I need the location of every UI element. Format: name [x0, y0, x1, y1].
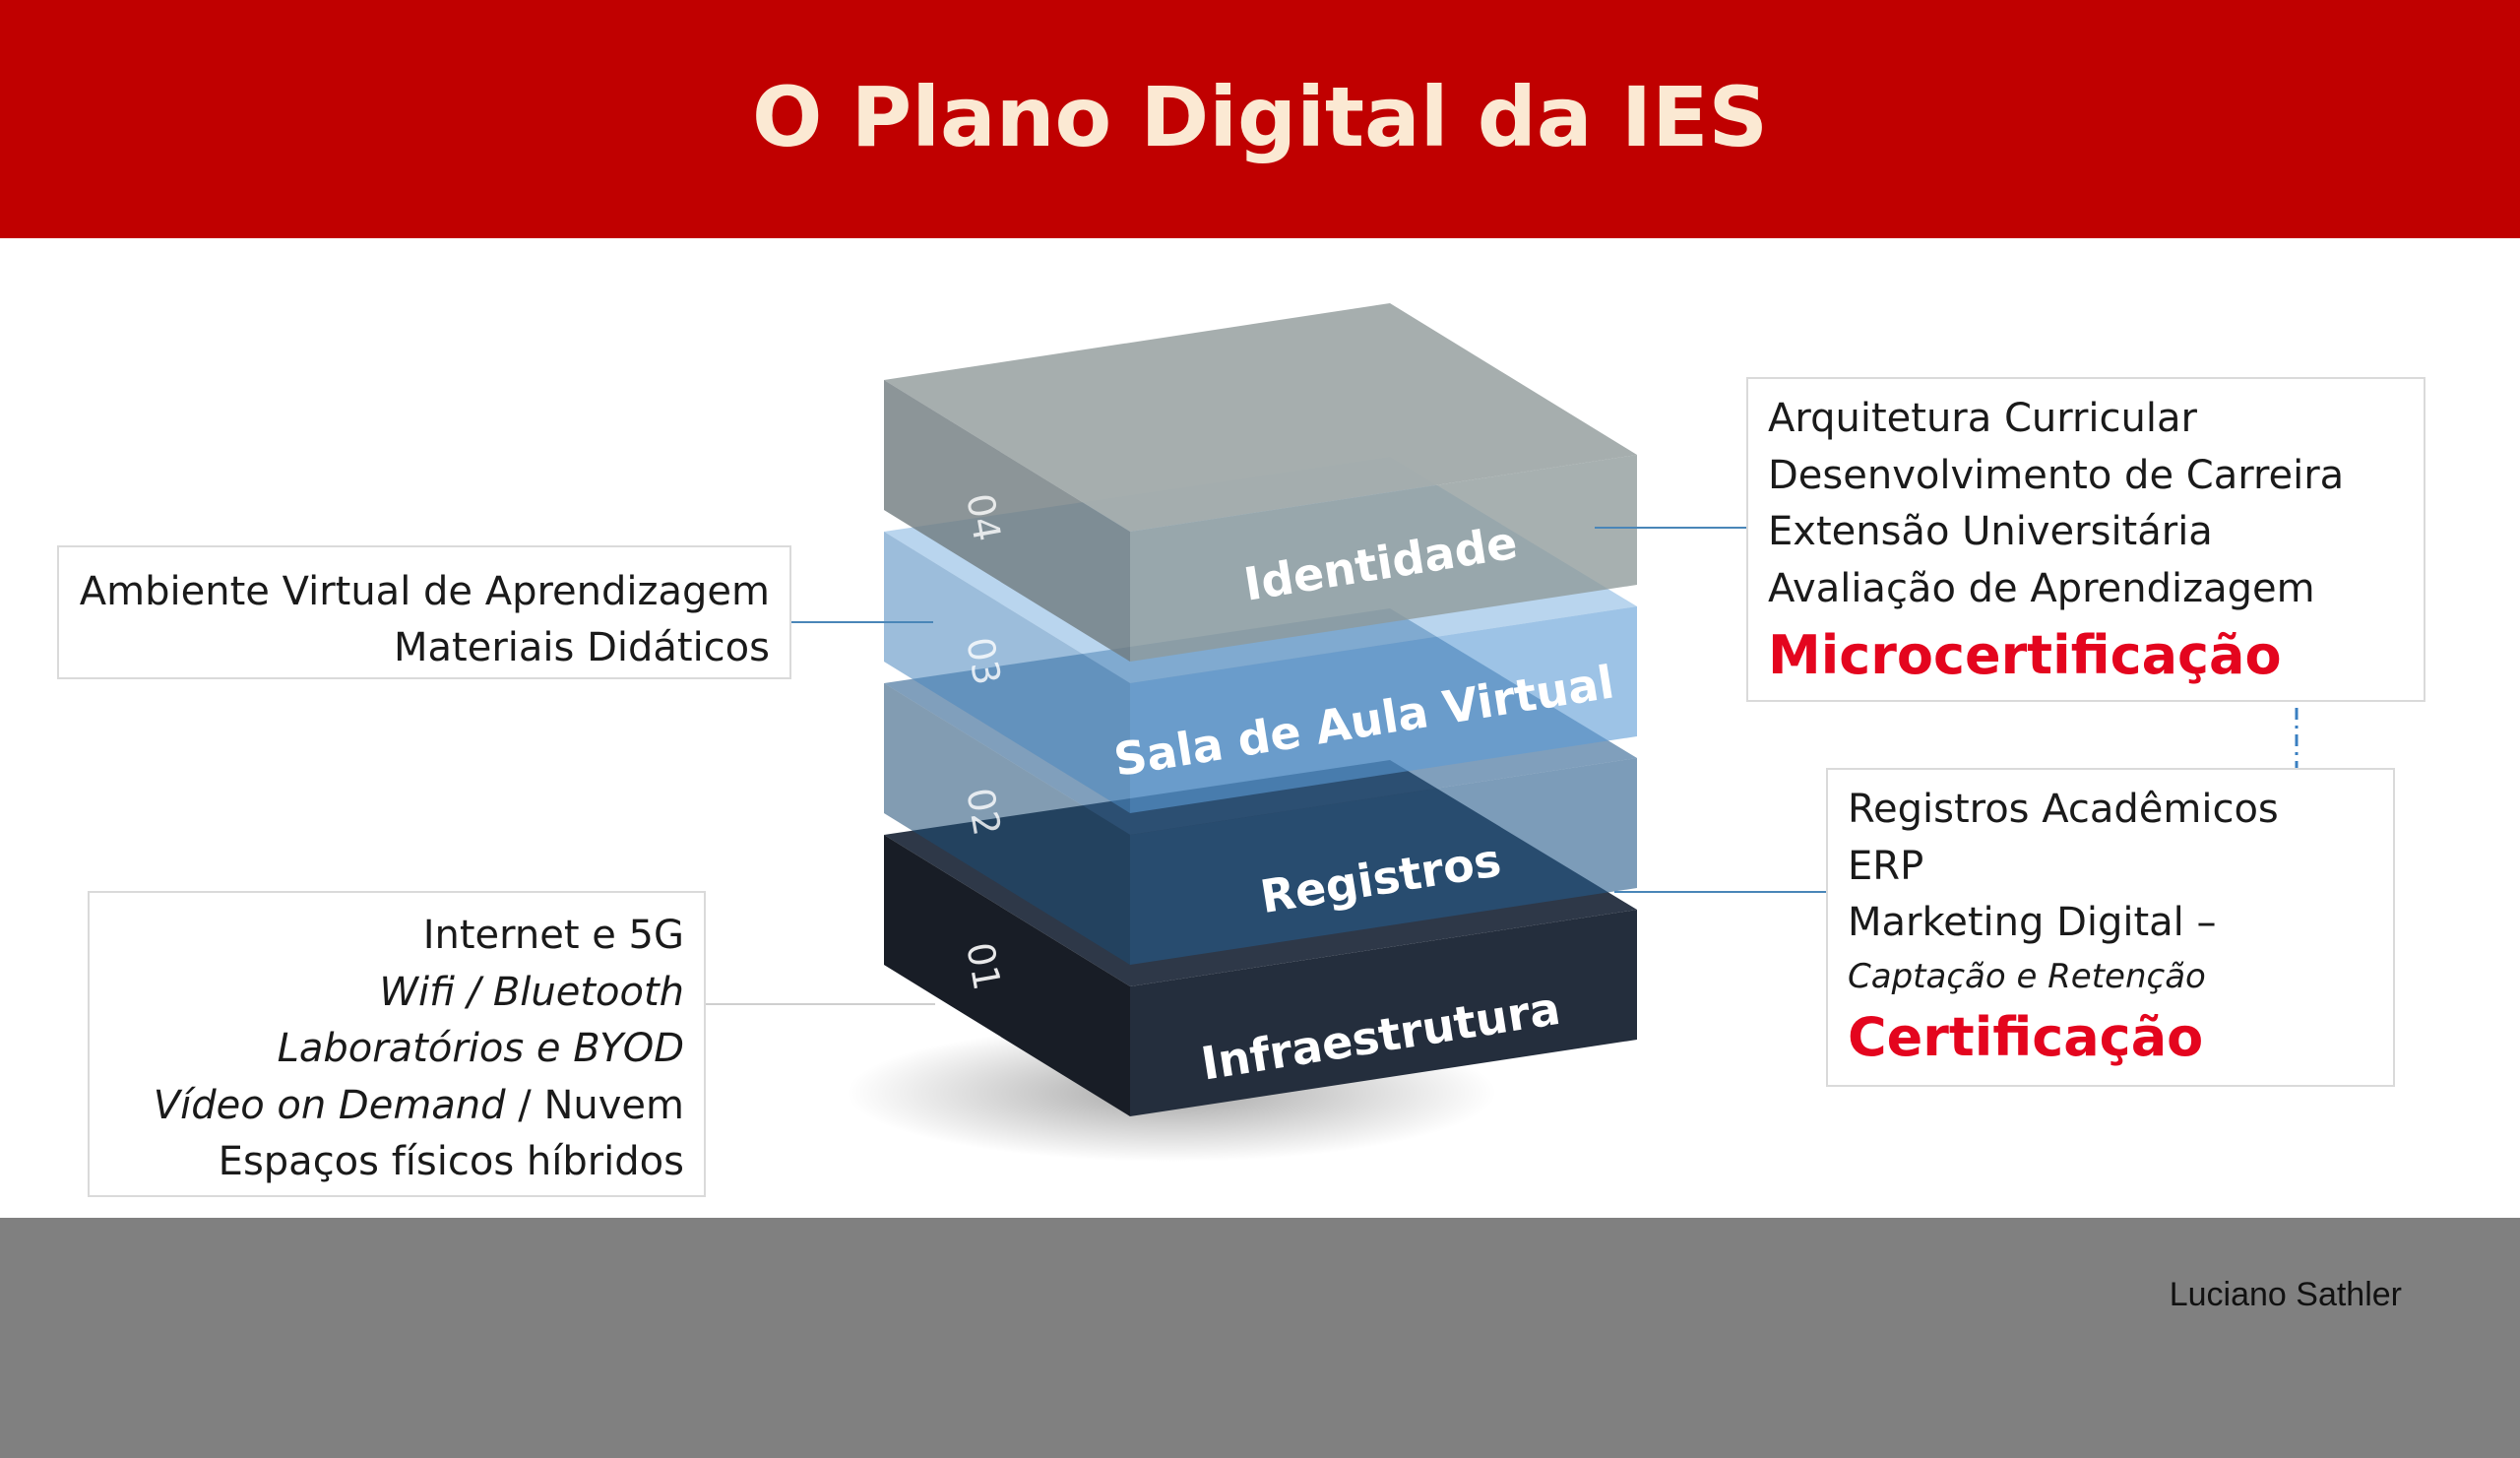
infra-item-4: Vídeo on Demand / Nuvem	[90, 1078, 684, 1135]
sala-item-1: Ambiente Virtual de Aprendizagem	[79, 569, 770, 614]
identidade-item-3: Extensão Universitária	[1768, 509, 2213, 554]
infra-description-box: Internet e 5G Wifi / Bluetooth Laboratór…	[88, 891, 706, 1197]
layer-number-02: 02	[958, 785, 1009, 839]
infra-item-3: Laboratórios e BYOD	[277, 1026, 684, 1071]
certificacao-label: Certificação	[1848, 1005, 2204, 1068]
infra-item-4-italic: Vídeo on Demand	[153, 1082, 506, 1128]
registros-description-box: Registros Acadêmicos ERP Marketing Digit…	[1826, 768, 2395, 1087]
infra-item-4-rest: / Nuvem	[505, 1082, 684, 1128]
identidade-description-box: Arquitetura Curricular Desenvolvimento d…	[1746, 377, 2426, 702]
infra-item-5: Espaços físicos híbridos	[218, 1139, 684, 1184]
registros-item-2: ERP	[1848, 843, 1924, 889]
infra-item-2: Wifi / Bluetooth	[379, 969, 684, 1015]
footer-bar	[0, 1218, 2520, 1458]
registros-item-sub: Captação e Retenção	[1848, 956, 2206, 996]
identidade-item-1: Arquitetura Curricular	[1768, 396, 2197, 441]
layer-number-03: 03	[958, 634, 1009, 688]
layer-identidade	[884, 303, 1637, 662]
page-title: O Plano Digital da IES	[752, 69, 1768, 165]
identidade-item-4: Avaliação de Aprendizagem	[1768, 565, 2315, 611]
layer-number-04: 04	[958, 490, 1009, 544]
registros-item-1: Registros Acadêmicos	[1848, 787, 2279, 832]
sala-item-2: Materiais Didáticos	[394, 625, 770, 670]
layer-number-01: 01	[958, 939, 1009, 993]
registros-item-3: Marketing Digital –	[1848, 900, 2217, 945]
sala-description-box: Ambiente Virtual de Aprendizagem Materia…	[57, 545, 791, 679]
microcertificacao-label: Microcertificação	[1768, 624, 2282, 686]
header-bar	[0, 0, 2520, 238]
infra-item-1: Internet e 5G	[422, 913, 684, 958]
author-credit: Luciano Sathler	[2169, 1276, 2402, 1313]
identidade-item-2: Desenvolvimento de Carreira	[1768, 452, 2345, 498]
